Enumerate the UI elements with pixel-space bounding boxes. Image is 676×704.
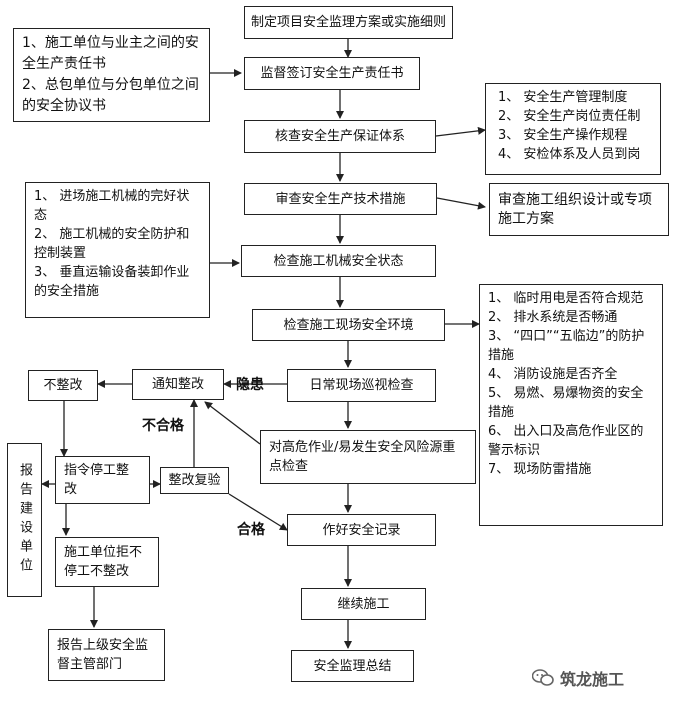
step-patrol-label: 日常现场巡视检查: [309, 378, 414, 393]
note-system-item: 1、 安全生产管理制度: [498, 90, 628, 105]
arrow-hazard-to-notice: [204, 401, 261, 445]
note-site-item: 1、 临时用电是否符合规范: [488, 291, 644, 306]
step-record-label: 作好安全记录: [322, 522, 401, 538]
note-site-item: 7、 现场防雷措施: [488, 462, 592, 477]
step-system-label: 核查安全生产保证体系: [274, 129, 405, 144]
note-org-design: 审查施工组织设计或专项施工方案: [489, 183, 669, 236]
watermark: 筑龙施工: [532, 666, 624, 690]
note-contracts-item: 2、总包单位与分包单位之间的安全协议书: [22, 77, 199, 114]
step-plan-label: 制定项目安全监理方案或实施细则: [250, 15, 446, 30]
step-site-label: 检查施工现场安全环境: [283, 317, 414, 333]
step-sign: 监督签订安全生产责任书: [244, 57, 420, 90]
watermark-text: 筑龙施工: [560, 670, 625, 689]
label-qualified: 合格: [237, 522, 265, 538]
note-machine-item: 1、 进场施工机械的完好状态: [34, 189, 190, 223]
note-site-item: 5、 易燃、易爆物资的安全措施: [488, 386, 644, 420]
step-summary-label: 安全监理总结: [313, 658, 392, 674]
step-stop-label: 指令停工整改: [64, 463, 130, 497]
step-tech-label: 审查安全生产技术措施: [275, 191, 406, 207]
label-unqualified: 不合格: [142, 418, 184, 434]
step-stop: 指令停工整改: [55, 456, 150, 504]
step-continue-label: 继续施工: [337, 596, 390, 612]
step-patrol: 日常现场巡视检查: [287, 369, 436, 402]
step-system: 核查安全生产保证体系: [244, 120, 436, 153]
step-report-owner: 报告建设单位: [7, 443, 42, 597]
step-refuse-label: 施工单位拒不停工不整改: [64, 545, 143, 579]
step-plan: 制定项目安全监理方案或实施细则: [244, 6, 453, 39]
step-not-fix: 不整改: [28, 370, 98, 401]
step-sign-label: 监督签订安全生产责任书: [260, 66, 404, 81]
note-machine-item: 3、 垂直运输设备装卸作业的安全措施: [34, 265, 190, 299]
note-site-items: 1、 临时用电是否符合规范 2、 排水系统是否畅通 3、 “四口”“五临边”的防…: [479, 284, 663, 526]
arrow-system-to-items: [435, 126, 486, 137]
step-notice-label: 通知整改: [151, 377, 204, 392]
note-contracts-item: 1、施工单位与业主之间的安全生产责任书: [22, 35, 199, 72]
arrow-recheck-to-record: [228, 493, 288, 531]
step-tech: 审查安全生产技术措施: [244, 183, 437, 215]
note-contracts: 1、施工单位与业主之间的安全生产责任书 2、总包单位与分包单位之间的安全协议书: [13, 28, 210, 122]
arrow-tech-to-orgdesign: [436, 197, 486, 210]
note-machine-item: 2、 施工机械的安全防护和控制装置: [34, 227, 190, 261]
step-recheck-label: 整改复验: [168, 473, 221, 488]
step-report-owner-label: 报告建设单位: [17, 463, 32, 577]
note-system-item: 2、 安全生产岗位责任制: [498, 109, 641, 124]
step-report-up-label: 报告上级安全监督主管部门: [57, 638, 149, 672]
step-refuse: 施工单位拒不停工不整改: [55, 537, 159, 587]
step-hazard-label: 对高危作业/易发生安全风险源重点检查: [269, 440, 456, 474]
step-machine: 检查施工机械安全状态: [241, 245, 436, 277]
label-hidden-danger: 隐患: [236, 377, 264, 393]
note-site-item: 2、 排水系统是否畅通: [488, 310, 618, 325]
note-machine-items: 1、 进场施工机械的完好状态 2、 施工机械的安全防护和控制装置 3、 垂直运输…: [25, 182, 210, 318]
step-summary: 安全监理总结: [291, 650, 414, 682]
note-system-item: 4、 安检体系及人员到岗: [498, 147, 641, 162]
step-record: 作好安全记录: [287, 514, 436, 546]
step-hazard: 对高危作业/易发生安全风险源重点检查: [260, 430, 476, 484]
note-site-item: 6、 出入口及高危作业区的警示标识: [488, 424, 644, 458]
step-notice: 通知整改: [132, 369, 224, 400]
step-continue: 继续施工: [301, 588, 426, 620]
step-machine-label: 检查施工机械安全状态: [273, 253, 404, 269]
wechat-icon: [532, 669, 554, 686]
note-system-items: 1、 安全生产管理制度 2、 安全生产岗位责任制 3、 安全生产操作规程 4、 …: [485, 83, 661, 175]
note-org-design-label: 审查施工组织设计或专项施工方案: [498, 191, 652, 227]
step-recheck: 整改复验: [160, 467, 229, 494]
note-site-item: 3、 “四口”“五临边”的防护措施: [488, 329, 645, 363]
step-not-fix-label: 不整改: [43, 378, 83, 393]
note-site-item: 4、 消防设施是否齐全: [488, 367, 618, 382]
note-system-item: 3、 安全生产操作规程: [498, 128, 628, 143]
step-report-up: 报告上级安全监督主管部门: [48, 629, 165, 681]
step-site: 检查施工现场安全环境: [252, 309, 445, 341]
